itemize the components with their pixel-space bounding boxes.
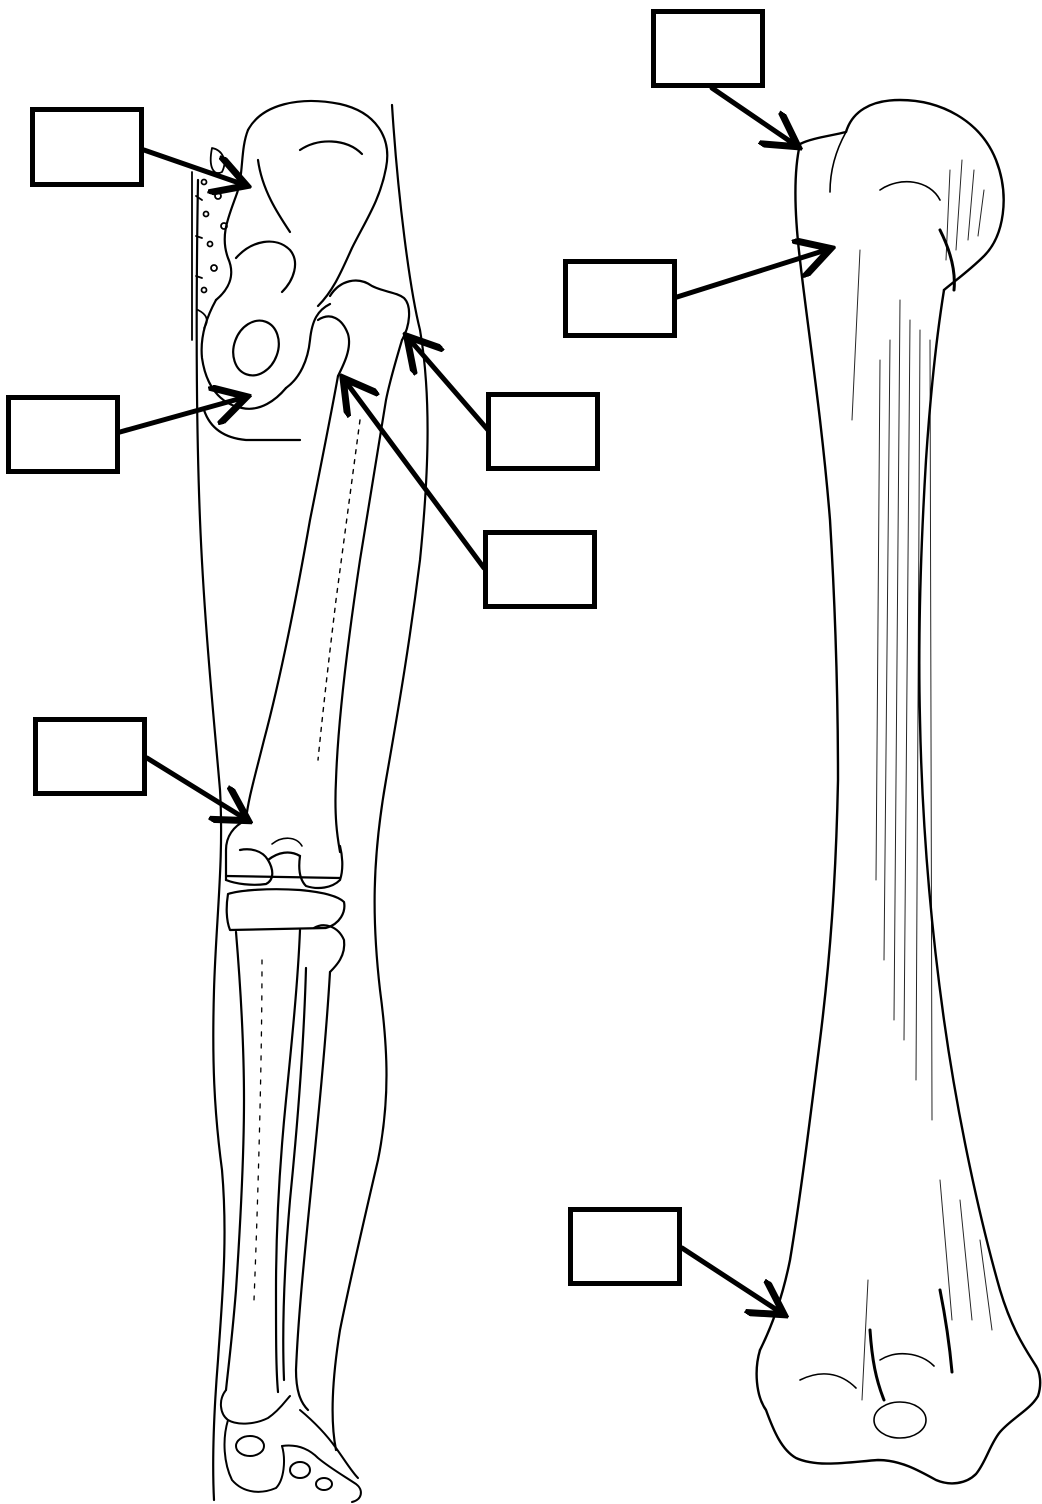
label-box-humerus-distal[interactable] bbox=[568, 1207, 682, 1286]
label-box-greater-trochanter[interactable] bbox=[486, 392, 600, 471]
humerus-dark-shading bbox=[870, 230, 954, 1400]
label-box-femur-condyle[interactable] bbox=[33, 717, 147, 796]
arrow-humerus-distal bbox=[682, 1248, 780, 1312]
pelvis bbox=[202, 101, 388, 440]
fibula bbox=[283, 925, 344, 1410]
label-box-femur-neck[interactable] bbox=[483, 530, 597, 609]
pointer-arrows bbox=[120, 88, 826, 1312]
foot bbox=[221, 1390, 361, 1502]
femur bbox=[226, 281, 409, 888]
arrow-ilium bbox=[144, 150, 242, 184]
arrow-femur-neck bbox=[346, 382, 484, 568]
arrow-greater-trochanter bbox=[410, 340, 488, 430]
label-box-humerus-head[interactable] bbox=[651, 9, 765, 88]
humerus-figure bbox=[757, 100, 1041, 1483]
leg-outline-left bbox=[197, 180, 225, 1500]
humerus-shaft-left bbox=[760, 144, 838, 1350]
label-box-humerus-neck[interactable] bbox=[563, 259, 677, 338]
tibia bbox=[226, 889, 344, 1392]
arrow-ischium bbox=[120, 398, 242, 432]
leg-outline-right bbox=[333, 105, 428, 1450]
humerus-distal-outline bbox=[757, 1350, 1041, 1483]
label-box-ischium[interactable] bbox=[6, 395, 120, 474]
leg-skeleton-figure bbox=[192, 101, 428, 1502]
humerus-head-outline bbox=[800, 100, 1004, 290]
arrow-humerus-head bbox=[712, 88, 794, 144]
label-box-ilium[interactable] bbox=[30, 107, 144, 187]
patella bbox=[272, 838, 302, 846]
arrow-femur-condyle bbox=[147, 758, 244, 818]
humerus-shaft-right bbox=[919, 290, 1036, 1366]
